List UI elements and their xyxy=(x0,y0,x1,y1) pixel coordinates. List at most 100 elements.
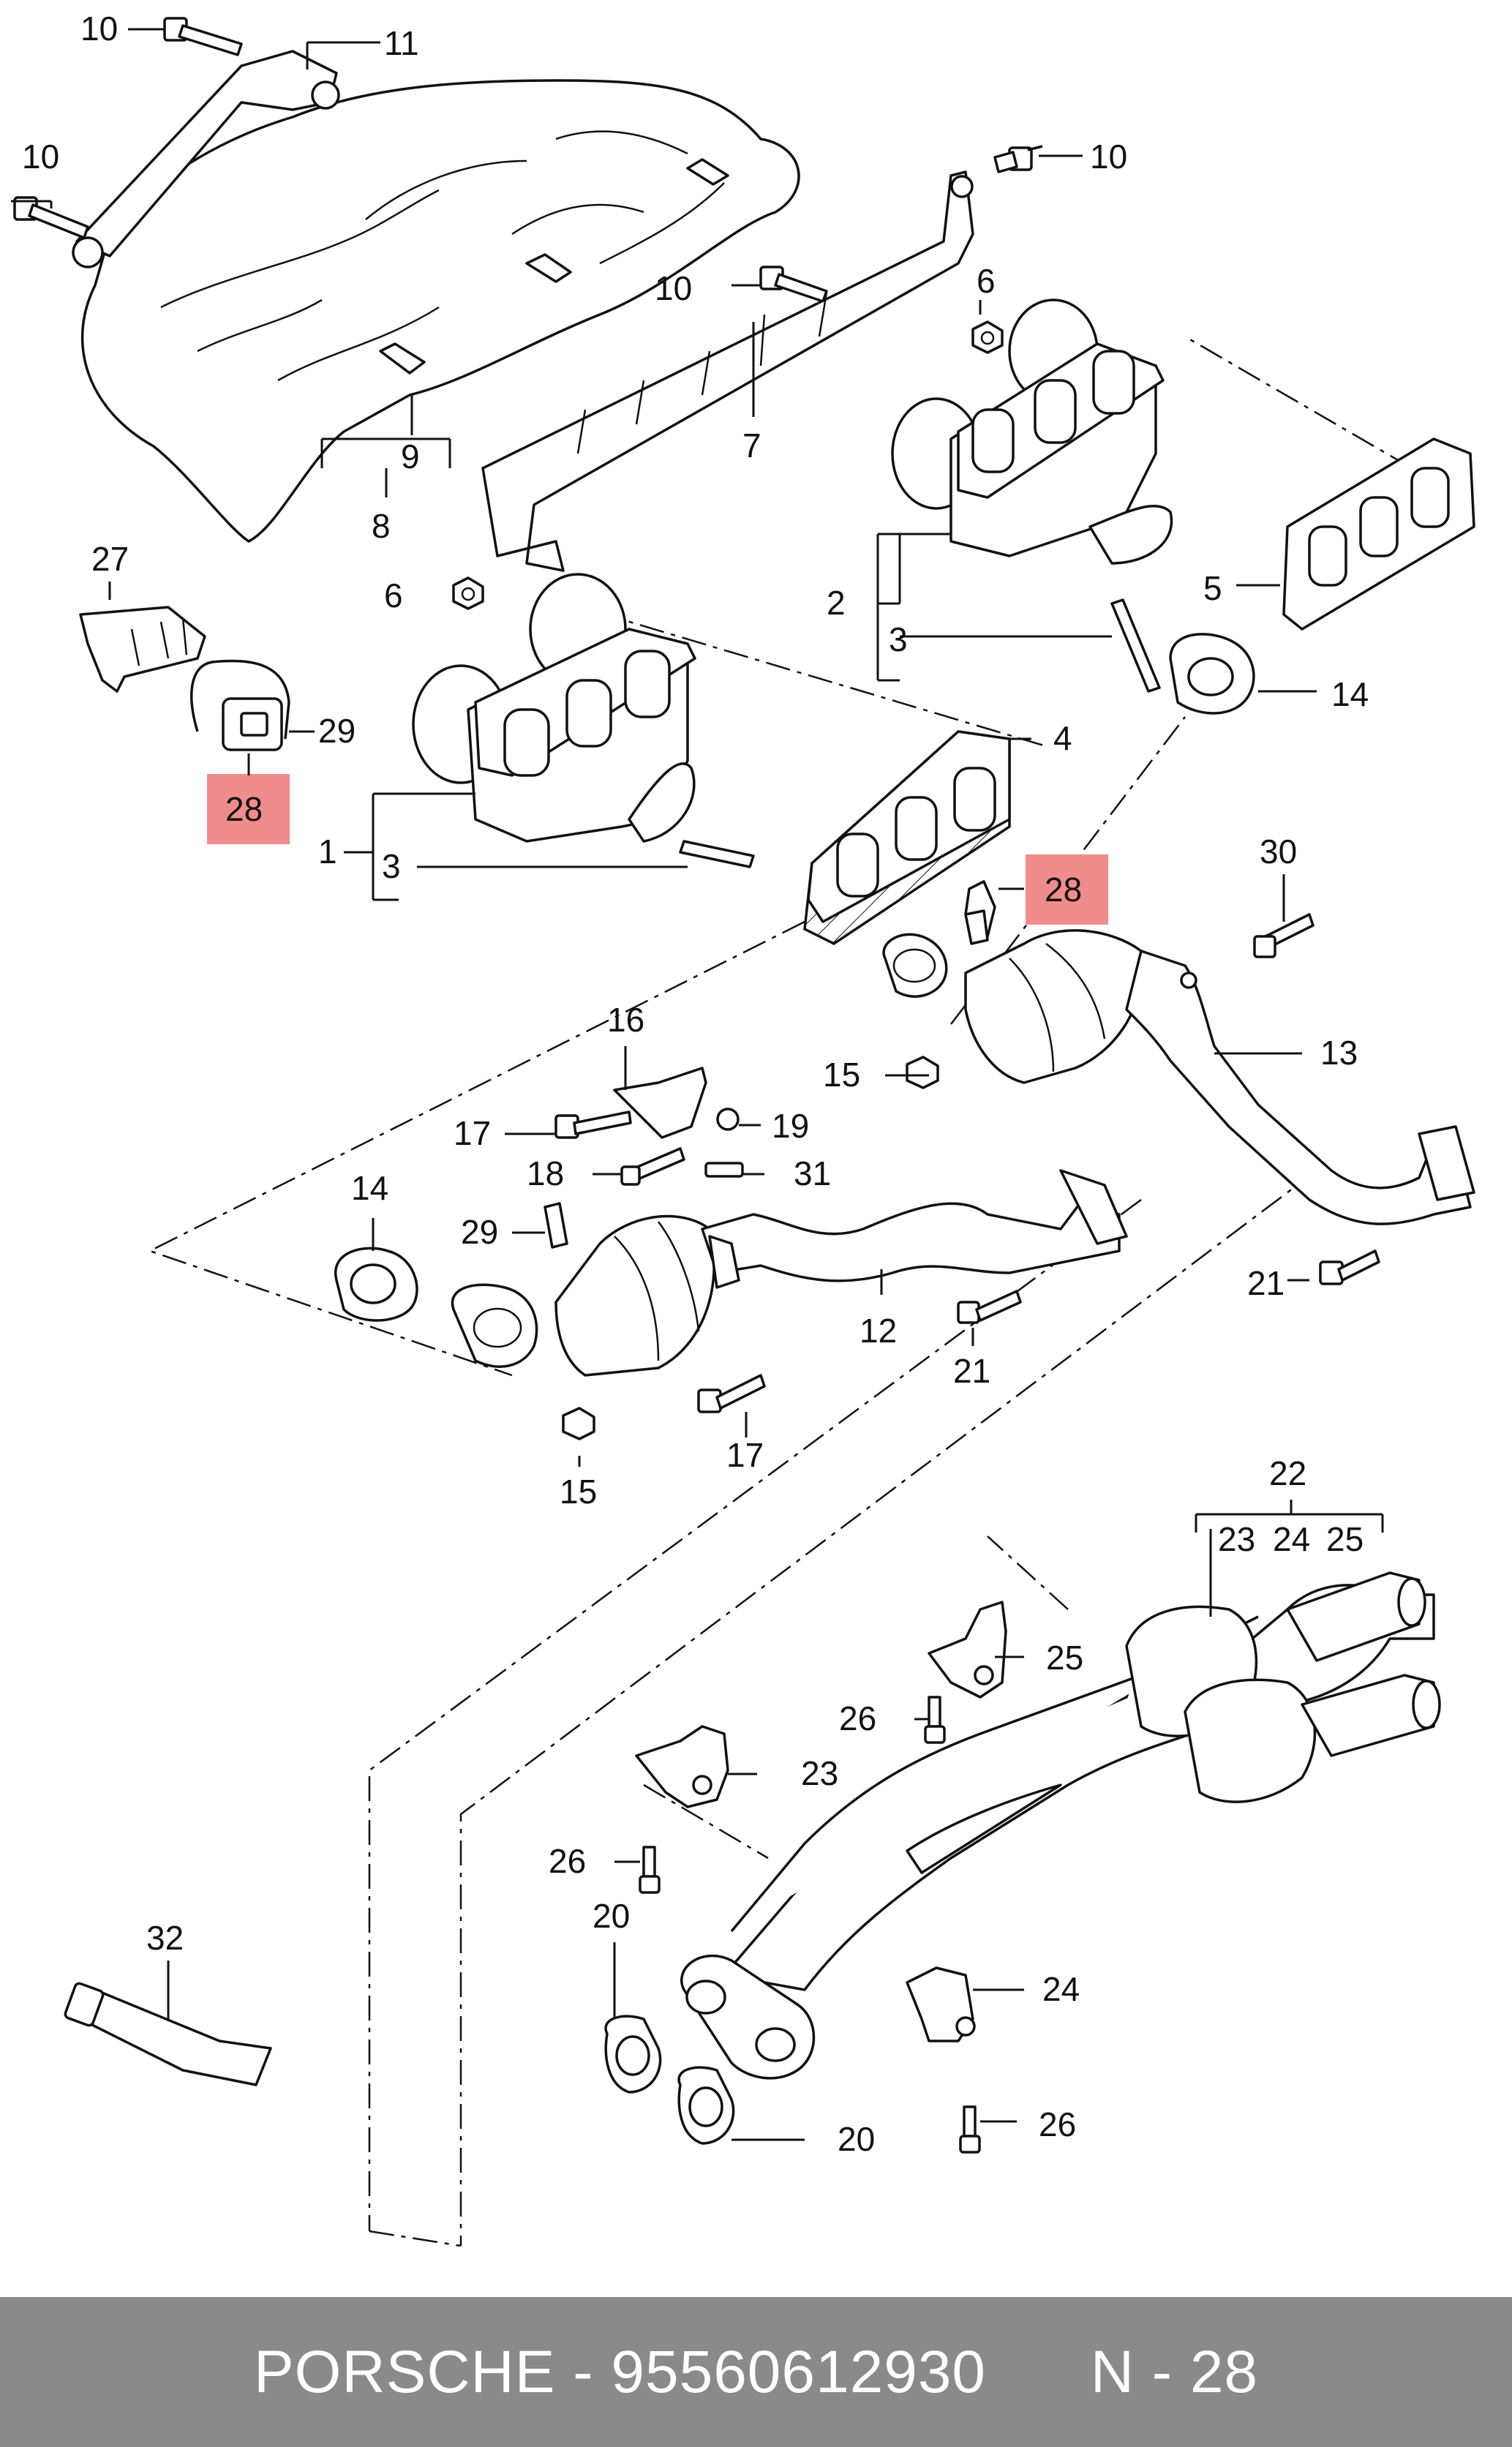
bolt-17-upper xyxy=(554,1110,632,1139)
footer-bar: PORSCHE - 95560612930 N - 28 xyxy=(0,2297,1512,2447)
bolt-21-right xyxy=(1319,1249,1380,1285)
bolt-10-left xyxy=(13,196,89,239)
callout-14: 14 xyxy=(1331,675,1369,713)
assembly-paste-tube-32 xyxy=(64,1982,272,2086)
callout-29: 29 xyxy=(461,1213,498,1251)
callout-27: 27 xyxy=(91,540,129,578)
catalytic-converter-13 xyxy=(882,929,1475,1225)
bolt-26-upper xyxy=(924,1696,946,1744)
callout-32: 32 xyxy=(146,1919,184,1957)
callout-11: 11 xyxy=(384,24,419,62)
exhaust-manifold-1 xyxy=(412,573,755,868)
highlight-28-right xyxy=(1026,854,1108,925)
mounting-bracket-upper xyxy=(72,50,340,268)
oxygen-sensor-28 xyxy=(964,880,996,945)
gasket-20-left xyxy=(604,2015,662,2094)
callout-22: 22 xyxy=(1269,1454,1306,1492)
bolt-10-right-top xyxy=(993,145,1043,173)
callout-3: 3 xyxy=(382,847,401,885)
rear-silencer-22 xyxy=(723,1571,1441,1991)
exhaust-manifold-2 xyxy=(891,298,1173,693)
brand-name: PORSCHE xyxy=(253,2338,556,2405)
support-bracket xyxy=(481,170,974,572)
gasket-5 xyxy=(1282,437,1475,631)
stud-31 xyxy=(704,1162,744,1178)
callout-21: 21 xyxy=(1247,1264,1285,1302)
gasket-14-upper xyxy=(1169,633,1255,715)
nut-19 xyxy=(716,1108,740,1131)
diagram-reference: N - 28 xyxy=(1090,2338,1259,2405)
callout-2: 2 xyxy=(827,584,846,622)
callout-24: 24 xyxy=(1042,1970,1080,2008)
callout-12: 12 xyxy=(860,1312,897,1350)
callout-10: 10 xyxy=(22,138,59,176)
callout-23: 23 xyxy=(801,1754,838,1792)
callout-15: 15 xyxy=(560,1473,597,1511)
heat-shield xyxy=(80,79,800,543)
callout-18: 18 xyxy=(527,1154,564,1192)
sensor-29-lower xyxy=(544,1202,568,1249)
highlight-28-left xyxy=(207,774,290,844)
footer-separator: - xyxy=(573,2338,594,2405)
callout-6: 6 xyxy=(977,262,996,300)
callout-21: 21 xyxy=(953,1352,990,1390)
nut-15-upper xyxy=(906,1056,939,1089)
gasket-14-lower xyxy=(334,1247,418,1322)
callout-24: 24 xyxy=(1273,1520,1310,1558)
callout-10: 10 xyxy=(1090,138,1127,176)
bolt-17-lower xyxy=(697,1374,766,1413)
callout-5: 5 xyxy=(1203,569,1222,607)
bolt-10-top xyxy=(163,17,243,56)
callout-17: 17 xyxy=(726,1436,764,1474)
gasket-4 xyxy=(803,730,1011,946)
mount-25 xyxy=(928,1601,1007,1699)
footer-gap xyxy=(986,2338,1091,2407)
callout-30: 30 xyxy=(1260,832,1297,871)
bracket-16 xyxy=(613,1067,707,1139)
callout-28: 28 xyxy=(225,790,263,828)
bolt-26-lower xyxy=(959,2105,981,2154)
exhaust-system-exploded-diagram: 10 11 10 10 10 9 8 7 6 6 2 3 5 14 27 29 … xyxy=(11,10,1475,2247)
bolt-10-mid xyxy=(759,266,828,303)
bolt-18 xyxy=(620,1147,685,1186)
flange-front xyxy=(680,1954,816,2080)
callout-10: 10 xyxy=(80,10,118,48)
callout-7: 7 xyxy=(742,426,761,465)
sensor-holder-27 xyxy=(79,606,206,693)
callout-14: 14 xyxy=(351,1169,388,1207)
callout-19: 19 xyxy=(772,1107,809,1145)
callout-20: 20 xyxy=(593,1897,630,1935)
callout-17: 17 xyxy=(454,1114,491,1152)
callout-labels: 10 11 10 10 10 9 8 7 6 6 2 3 5 14 27 29 … xyxy=(22,10,1369,2158)
callout-29: 29 xyxy=(318,712,356,750)
gasket-20-right xyxy=(677,2066,735,2145)
callout-9: 9 xyxy=(401,437,420,476)
nut-6-lower xyxy=(452,576,484,610)
callout-25: 25 xyxy=(1326,1520,1364,1558)
leader-lines xyxy=(11,28,1384,2141)
callout-6: 6 xyxy=(384,576,403,614)
callout-28: 28 xyxy=(1045,871,1082,909)
callout-23: 23 xyxy=(1218,1520,1255,1558)
callout-31: 31 xyxy=(794,1154,831,1192)
callout-10: 10 xyxy=(655,269,692,307)
callout-8: 8 xyxy=(372,507,391,545)
mount-23 xyxy=(635,1725,729,1808)
bolt-21-mid xyxy=(957,1290,1022,1324)
callout-26: 26 xyxy=(839,1699,876,1737)
mount-24 xyxy=(906,1966,976,2042)
callout-1: 1 xyxy=(318,832,337,871)
callout-16: 16 xyxy=(607,1001,644,1039)
callout-25: 25 xyxy=(1046,1639,1083,1677)
callout-4: 4 xyxy=(1053,719,1072,757)
nut-6-upper xyxy=(971,320,1004,354)
callout-26: 26 xyxy=(549,1842,586,1880)
callout-15: 15 xyxy=(823,1056,860,1094)
bolt-30 xyxy=(1253,913,1314,958)
callout-26: 26 xyxy=(1039,2105,1076,2143)
callout-20: 20 xyxy=(838,2120,875,2158)
callout-3: 3 xyxy=(889,620,908,658)
nut-15-lower xyxy=(562,1407,595,1440)
catalytic-converter-12 xyxy=(451,1169,1128,1377)
connector-29-upper xyxy=(190,659,290,751)
